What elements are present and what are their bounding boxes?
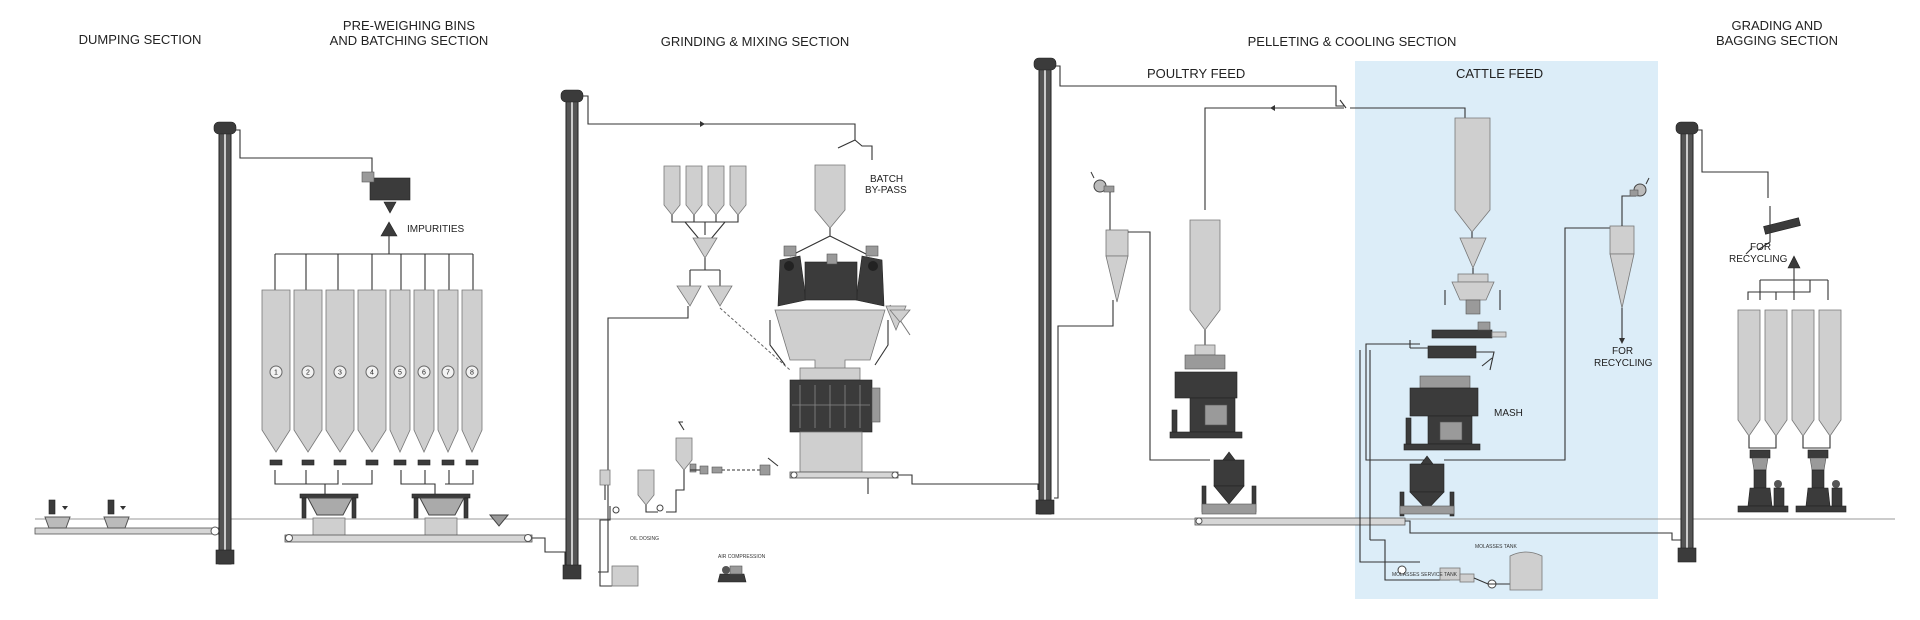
section-title-grinding: GRINDING & MIXING SECTION xyxy=(661,34,850,49)
pellet-mill-cattle xyxy=(1403,375,1481,451)
molasses-system: MOLASSES SERVICE TANK MOLASSES TANK xyxy=(1359,350,1543,591)
section-title-dumping: DUMPING SECTION xyxy=(79,32,202,47)
bin-number-circle xyxy=(333,365,347,379)
label-batch: BATCH xyxy=(870,174,903,185)
weigh-scale-1 xyxy=(307,497,353,516)
molasses-tank xyxy=(1509,551,1543,591)
pelleting-section: POULTRY FEED CATTLE FEED xyxy=(1054,65,1682,591)
preweighing-bins: 1 2 3 4 5 6 7 8 xyxy=(261,289,483,466)
section-title-batching: AND BATCHING SECTION xyxy=(330,33,489,48)
label-cattle-feed: CATTLE FEED xyxy=(1456,66,1543,81)
oil-line xyxy=(690,457,779,476)
grading-screen xyxy=(1763,217,1801,235)
cyclone-left xyxy=(1105,229,1210,461)
bin-gate xyxy=(441,459,455,466)
bin-number-circle xyxy=(301,365,315,379)
label-recycling-grading: RECYCLING xyxy=(1729,254,1788,265)
bin-number: 2 xyxy=(306,370,310,377)
rotary-sifter xyxy=(369,177,411,201)
bin-number: 1 xyxy=(274,370,278,377)
label-recycling-cattle: RECYCLING xyxy=(1594,358,1653,369)
dumping-section xyxy=(34,499,221,536)
air-compressor: AIR COMPRESSION xyxy=(717,554,766,583)
grinding-mixing-section: BATCH BY-PASS xyxy=(583,95,1039,587)
bin-gate xyxy=(333,459,347,466)
label-oil-dosing: OIL DOSING xyxy=(630,536,659,542)
bin-number-circle xyxy=(269,365,283,379)
bagging-bins xyxy=(1737,309,1842,437)
conditioner-cattle: MASH xyxy=(1409,321,1523,419)
cooler-cattle xyxy=(1365,227,1610,517)
intake-hopper-2 xyxy=(103,516,130,529)
bin-gate xyxy=(269,459,283,466)
label-bypass: BY-PASS xyxy=(865,185,907,196)
label-air-compression: AIR COMPRESSION xyxy=(718,554,766,560)
label-for-recycling-grading: FOR xyxy=(1750,242,1771,253)
oil-dosing-unit: OIL DOSING xyxy=(599,421,697,587)
cooler-poultry xyxy=(1201,451,1257,515)
bin-number: 7 xyxy=(446,370,450,377)
bucket-elevator-4 xyxy=(1675,121,1699,563)
bin-number-circle xyxy=(465,365,479,379)
bin-gate xyxy=(301,459,315,466)
grading-bagging-section: FOR RECYCLING xyxy=(1698,129,1847,513)
label-molasses-tank: MOLASSES TANK xyxy=(1475,544,1517,550)
label-molasses-service-tank: MOLASSES SERVICE TANK xyxy=(1392,572,1458,578)
dust-filter xyxy=(804,261,858,301)
blower-left xyxy=(1090,171,1115,230)
bucket-elevator-3 xyxy=(1033,57,1057,515)
bucket-elevator-2 xyxy=(560,89,584,580)
label-for-recycling-cattle: FOR xyxy=(1612,346,1633,357)
bin-gate xyxy=(465,459,479,466)
bin-gate xyxy=(365,459,379,466)
intake-hopper-1 xyxy=(44,516,71,529)
section-title-pelleting: PELLETING & COOLING SECTION xyxy=(1248,34,1457,49)
hammer-mill-left xyxy=(777,245,807,307)
label-poultry-feed: POULTRY FEED xyxy=(1147,66,1245,81)
bin-number: 6 xyxy=(422,370,426,377)
bin-number-circle xyxy=(417,365,431,379)
label-mash: MASH xyxy=(1494,408,1523,419)
section-title-preweighing: PRE-WEIGHING BINS xyxy=(343,18,476,33)
bin-number: 4 xyxy=(370,370,374,377)
bagging-machine-1 xyxy=(1737,449,1789,513)
bin-number: 8 xyxy=(470,370,474,377)
hammer-mill-right xyxy=(855,245,885,307)
mixer xyxy=(789,379,873,433)
bin-number-circle xyxy=(441,365,455,379)
section-title-grading: GRADING AND xyxy=(1731,18,1822,33)
bin-feed-pipes xyxy=(274,254,474,290)
bin-number: 3 xyxy=(338,370,342,377)
micro-ingredient-bins xyxy=(663,165,747,216)
bin-gate xyxy=(393,459,407,466)
weigh-scale-2 xyxy=(419,497,465,516)
bagging-machine-2 xyxy=(1795,449,1847,513)
batch-hopper xyxy=(814,164,846,229)
bin-number: 5 xyxy=(398,370,402,377)
pellet-mill-poultry xyxy=(1169,354,1243,439)
bin-gate xyxy=(417,459,431,466)
bucket-elevator-1 xyxy=(213,121,237,565)
preweighing-section: IMPURITIES 1 2 3 4 5 6 7 8 xyxy=(236,129,566,565)
bin-number-circle xyxy=(393,365,407,379)
cyclone-right: FOR RECYCLING xyxy=(1594,177,1653,369)
label-impurities: IMPURITIES xyxy=(407,224,465,235)
bin-number-circle xyxy=(365,365,379,379)
pellet-bin-cattle xyxy=(1444,117,1501,315)
section-title-bagging: BAGGING SECTION xyxy=(1716,33,1838,48)
pellet-bin-poultry xyxy=(1189,219,1221,356)
